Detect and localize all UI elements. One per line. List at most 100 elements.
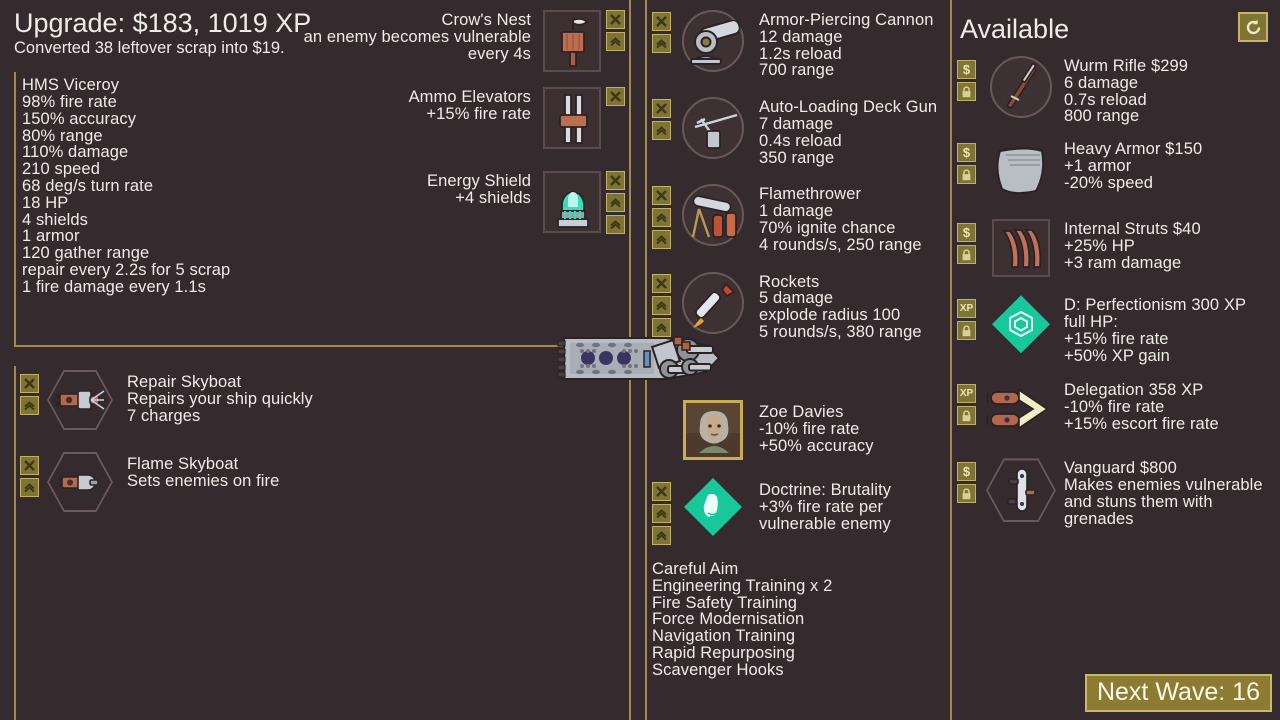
item-detail-1: and stuns them with: [1064, 492, 1213, 511]
ship-stat-line-2: 80% range: [22, 126, 103, 145]
upgrade-chevron-icon[interactable]: [652, 526, 671, 545]
sell-icon[interactable]: [652, 273, 671, 293]
item-name: Energy Shield: [426, 172, 531, 190]
buy-currency-icon[interactable]: $: [957, 223, 976, 243]
item-detail-0: full HP:: [1064, 312, 1118, 331]
delegation-icon: [985, 380, 1057, 442]
upgrade-chevron-icon[interactable]: [652, 208, 671, 228]
icon-slot: [984, 295, 1058, 354]
divider-stats-bottom: [14, 345, 630, 347]
lock-icon[interactable]: [957, 165, 976, 185]
item-name: Flamethrower: [759, 185, 862, 204]
lock-icon[interactable]: [957, 82, 976, 101]
available-item: $ Heavy Armor $150+1 armor-20% speed: [957, 139, 1263, 201]
badge-column: [606, 171, 625, 234]
item-detail-0: +4 shields: [455, 188, 531, 207]
item-detail-0: Makes enemies vulnerable: [1064, 476, 1263, 495]
upgrade-chevron-icon[interactable]: [652, 317, 671, 337]
item-name: Auto-Loading Deck Gun: [759, 98, 938, 117]
badge-column: XP: [957, 384, 976, 426]
ship-stat-line-5: 68 deg/s turn rate: [22, 177, 154, 196]
upgrade-chevron-icon[interactable]: [652, 121, 671, 141]
lock-icon[interactable]: [957, 484, 976, 504]
training-item-3: Force Modernisation: [652, 610, 805, 629]
training-item-1: Engineering Training x 2: [652, 576, 833, 595]
item-name: Zoe Davies: [759, 403, 844, 421]
item-detail-1: 1.2s reload: [759, 44, 842, 63]
lock-icon[interactable]: [957, 321, 976, 341]
icon-slot: [543, 10, 601, 72]
icon-slot: [45, 370, 115, 430]
icon-slot: [984, 458, 1058, 523]
upgrade-chevron-icon[interactable]: [20, 396, 39, 415]
badge-column: [606, 10, 625, 51]
buy-currency-icon[interactable]: $: [957, 143, 976, 163]
ship-stat-line-9: 120 gather range: [22, 244, 150, 263]
ship-sprite: [556, 331, 726, 391]
buy-currency-icon[interactable]: $: [957, 462, 976, 482]
buy-currency-icon[interactable]: $: [957, 60, 976, 79]
sell-icon[interactable]: [606, 87, 625, 106]
item-name: Rockets: [759, 272, 820, 291]
item-detail-0: +15% fire rate: [426, 104, 531, 123]
ship-stat-line-6: 18 HP: [22, 193, 69, 212]
upgrade-chevron-icon[interactable]: [606, 32, 625, 51]
buy-xp-icon[interactable]: XP: [957, 384, 976, 404]
item-detail-0: Sets enemies on fire: [127, 471, 280, 490]
lock-icon[interactable]: [957, 406, 976, 426]
badge-column: [606, 87, 625, 106]
item-detail-1: vulnerable enemy: [759, 514, 891, 533]
sell-icon[interactable]: [652, 99, 671, 119]
item-detail-0: 6 damage: [1064, 73, 1139, 92]
badge-column: XP: [957, 299, 976, 341]
buy-xp-icon[interactable]: XP: [957, 299, 976, 319]
item-text: Heavy Armor $150+1 armor-20% speed: [1064, 141, 1202, 191]
upgrade-chevron-icon[interactable]: [606, 193, 625, 212]
icon-slot: [984, 56, 1058, 118]
icon-slot: [984, 139, 1058, 201]
sell-icon[interactable]: [652, 12, 671, 31]
item-detail-0: +1 armor: [1064, 156, 1132, 175]
sell-icon[interactable]: [652, 186, 671, 206]
sell-icon[interactable]: [652, 482, 671, 501]
item-detail-1: 0.7s reload: [1064, 90, 1147, 109]
deck-gun-icon: [682, 97, 744, 160]
upgrade-chevron-icon[interactable]: [20, 478, 39, 497]
item-detail-0: an enemy becomes vulnerable: [303, 27, 531, 46]
sell-icon[interactable]: [20, 456, 39, 475]
sell-icon[interactable]: [606, 171, 625, 190]
repair-skyboat-icon: [47, 370, 113, 430]
crew-portrait: [683, 400, 743, 460]
upgrade-chevron-icon[interactable]: [652, 295, 671, 315]
upgrade-chevron-icon[interactable]: [652, 230, 671, 250]
item-detail-2: 800 range: [1064, 107, 1140, 126]
sell-icon[interactable]: [606, 10, 625, 29]
item-text: Zoe Davies-10% fire rate+50% accuracy: [759, 404, 874, 454]
item-detail-0: 12 damage: [759, 27, 843, 46]
divider-modules-right: [629, 0, 631, 346]
upgrade-chevron-icon[interactable]: [606, 215, 625, 234]
icon-slot: [984, 219, 1058, 278]
badge-column: [652, 482, 671, 545]
upgrade-header: Upgrade: $183, 1019 XP Converted 38 left…: [14, 8, 311, 58]
crows-nest-icon: [543, 10, 601, 72]
wurm-rifle-icon: [990, 56, 1052, 118]
refresh-icon[interactable]: [1238, 12, 1268, 42]
available-title: Available: [960, 14, 1070, 44]
lock-icon[interactable]: [957, 245, 976, 265]
upgrade-chevron-icon[interactable]: [652, 504, 671, 523]
next-wave-button[interactable]: Next Wave: 16: [1084, 674, 1272, 712]
upgrade-chevron-icon[interactable]: [652, 34, 671, 53]
sell-icon[interactable]: [20, 374, 39, 393]
perfectionism-icon: [992, 295, 1050, 354]
